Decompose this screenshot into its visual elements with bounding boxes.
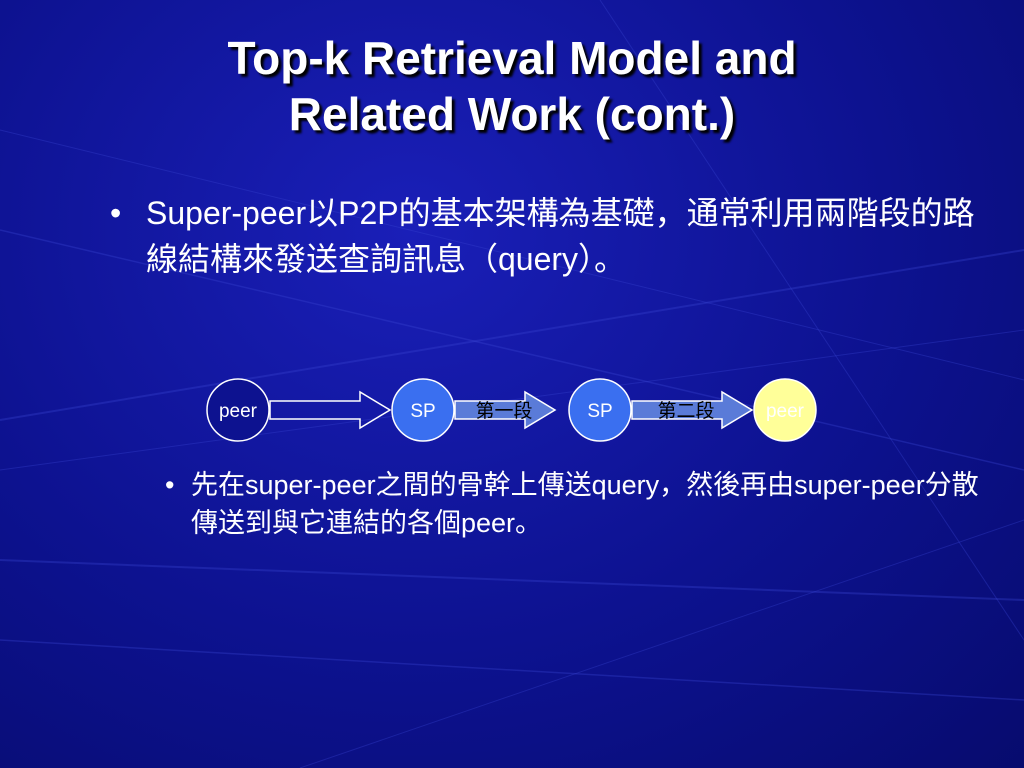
bullet-text-2: 先在super-peer之間的骨幹上傳送query，然後再由super-peer…	[191, 470, 979, 538]
node-peer-source: peer	[206, 378, 270, 442]
node-super-peer-2: SP	[568, 378, 632, 442]
stage-label-1: 第一段	[475, 400, 532, 422]
arrow-3	[631, 390, 754, 430]
node-label: peer	[219, 401, 258, 422]
routing-diagram: 第一段 第二段 peer SP SP peer	[206, 378, 817, 442]
arrow-1	[269, 390, 392, 430]
bullet-marker: •	[165, 470, 175, 500]
node-label: SP	[410, 401, 435, 422]
node-label: SP	[587, 401, 612, 422]
node-label: peer	[766, 401, 805, 422]
slide-title: Top-k Retrieval Model and Related Work (…	[0, 30, 1024, 142]
title-line-1: Top-k Retrieval Model and	[227, 32, 797, 84]
node-super-peer-1: SP	[391, 378, 455, 442]
node-peer-target: peer	[753, 378, 817, 442]
bullet-marker: •	[110, 195, 122, 231]
stage-label-2: 第二段	[657, 400, 714, 422]
arrow-2	[454, 390, 557, 430]
title-line-2: Related Work (cont.)	[288, 88, 736, 140]
bullet-text-1: Super-peer以P2P的基本架構為基礎，通常利用兩階段的路線結構來發送查詢…	[146, 195, 975, 277]
